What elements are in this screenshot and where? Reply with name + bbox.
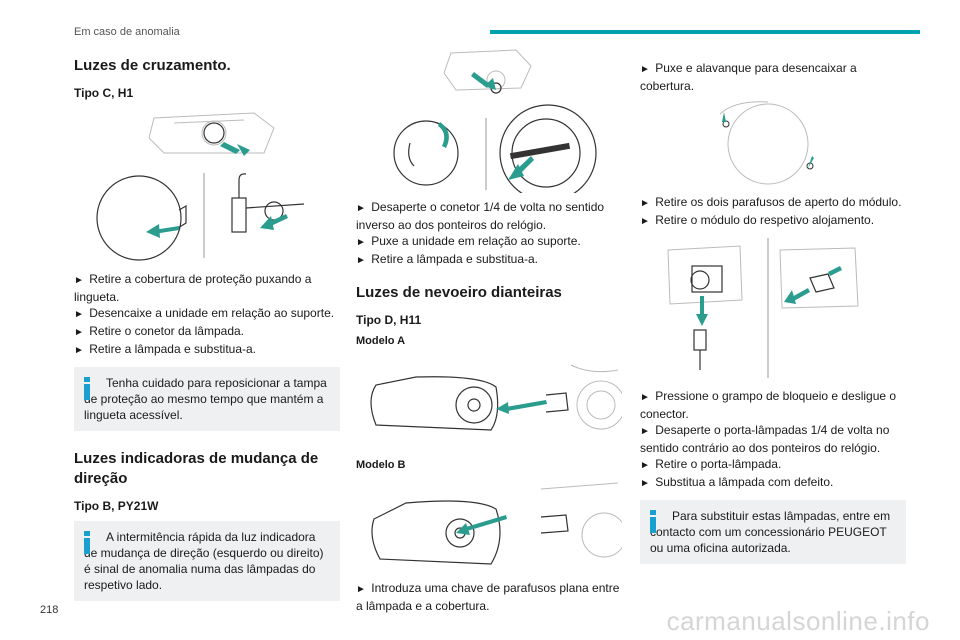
info-icon <box>650 510 656 534</box>
section-title-indicators: Luzes indicadoras de mudança de direção <box>74 450 319 487</box>
step-text: ► Retire o porta-lâmpada. <box>640 457 782 471</box>
model-label: Modelo B <box>356 459 406 471</box>
type-label: Tipo C, H1 <box>74 86 134 100</box>
section-title-low-beam: Luzes de cruzamento. <box>74 57 231 74</box>
step-text: ► Retire a lâmpada e substitua-a. <box>356 252 539 266</box>
info-note: Tenha cuidado para reposicionar a tampa … <box>74 367 340 431</box>
column-1: Luzes de cruzamento. Tipo C, H1 ► Retire <box>74 56 340 609</box>
type-label: Tipo B, PY21W <box>74 499 159 513</box>
section-header: Em caso de anomalia <box>74 26 180 38</box>
header-accent-bar <box>490 30 920 34</box>
fog-lamp-model-b-illustration <box>371 482 622 565</box>
bulb-connector-illustration <box>393 49 597 193</box>
step-text: ► Retire os dois parafusos de aperto do … <box>640 195 902 209</box>
step-text: ► Introduza uma chave de parafusos plana… <box>356 581 620 613</box>
step-text: ► Retire a cobertura de proteção puxando… <box>74 272 312 304</box>
column-2: ► Desaperte o conetor 1/4 de volta no se… <box>356 48 622 614</box>
type-label: Tipo D, H11 <box>356 313 422 327</box>
info-note: A intermitência rápida da luz indicadora… <box>74 521 340 601</box>
step-text: ► Puxe e alavanque para desencaixar a co… <box>640 61 857 93</box>
watermark: carmanualsonline.info <box>666 606 930 636</box>
info-icon <box>84 377 90 401</box>
step-text: ► Desaperte o porta-lâmpadas 1/4 de volt… <box>640 423 890 455</box>
fog-cover-illustration <box>719 101 814 185</box>
step-text: ► Desaperte o conetor 1/4 de volta no se… <box>356 200 605 232</box>
model-label: Modelo A <box>356 335 406 347</box>
fog-module-illustration <box>667 238 859 378</box>
page-number: 218 <box>40 604 59 616</box>
step-text: ► Retire a lâmpada e substitua-a. <box>74 342 257 356</box>
section-title-fog-lamps: Luzes de nevoeiro dianteiras <box>356 284 562 301</box>
info-note: Para substituir estas lâmpadas, entre em… <box>640 500 906 564</box>
step-text: ► Puxe a unidade em relação ao suporte. <box>356 234 581 248</box>
column-3: ► Puxe e alavanque para desencaixar a co… <box>640 60 906 572</box>
step-text: ► Retire o conetor da lâmpada. <box>74 324 245 338</box>
fog-lamp-model-a-illustration <box>370 364 622 431</box>
step-text: ► Pressione o grampo de bloqueio e desli… <box>640 389 897 421</box>
step-text: ► Desencaixe a unidade em relação ao sup… <box>74 306 335 320</box>
step-text: ► Substitua a lâmpada com defeito. <box>640 475 834 489</box>
step-text: ► Retire o módulo do respetivo alojament… <box>640 213 875 227</box>
low-beam-illustration <box>96 112 305 261</box>
info-icon <box>84 531 90 555</box>
